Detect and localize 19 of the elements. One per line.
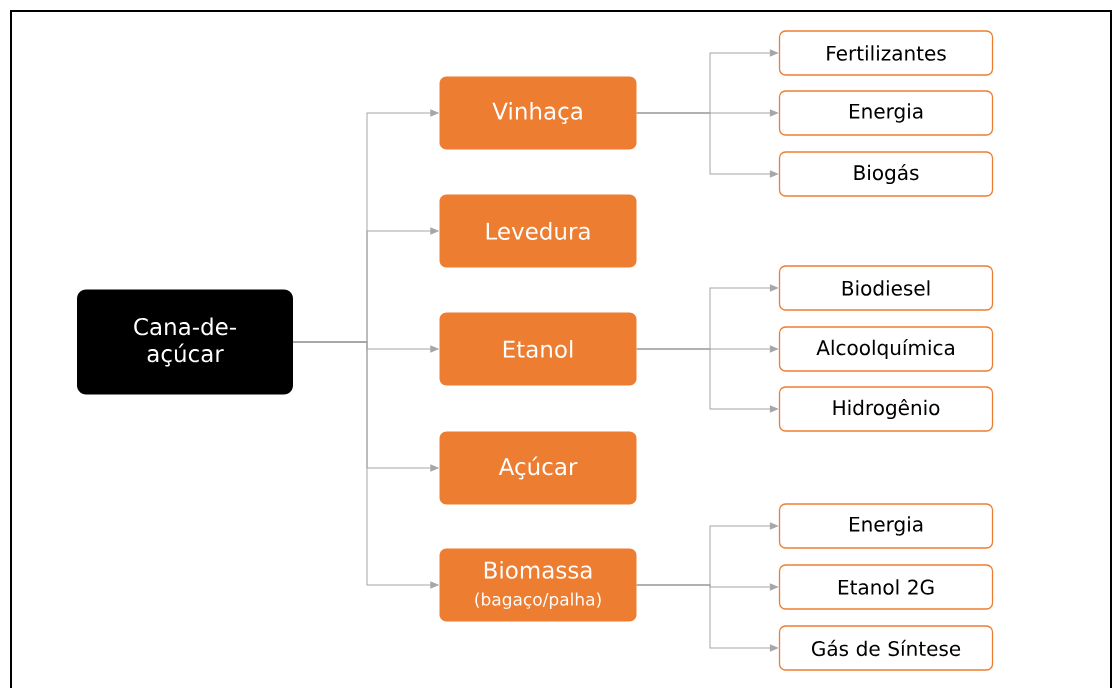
output-box: Fertilizantes — [778, 30, 994, 76]
output-box: Biodiesel — [778, 265, 994, 311]
output-box: Etanol 2G — [778, 564, 994, 610]
arrow — [636, 584, 778, 652]
process-box: Açúcar — [439, 431, 637, 505]
arrow — [292, 341, 439, 589]
output-box: Energia — [778, 503, 994, 549]
process-box: Biomassa (bagaço/palha) — [439, 548, 637, 622]
output-box: Energia — [778, 90, 994, 136]
output-box: Biogás — [778, 151, 994, 197]
process-box: Etanol — [439, 312, 637, 386]
output-box: Alcoolquímica — [778, 326, 994, 372]
process-box: Levedura — [439, 194, 637, 268]
arrow — [636, 348, 778, 413]
output-box: Hidrogênio — [778, 386, 994, 432]
start-box: Cana-de-açúcar — [77, 289, 293, 395]
output-box: Gás de Síntese — [778, 625, 994, 671]
process-box: Vinhaça — [439, 76, 637, 150]
arrow — [636, 112, 778, 178]
